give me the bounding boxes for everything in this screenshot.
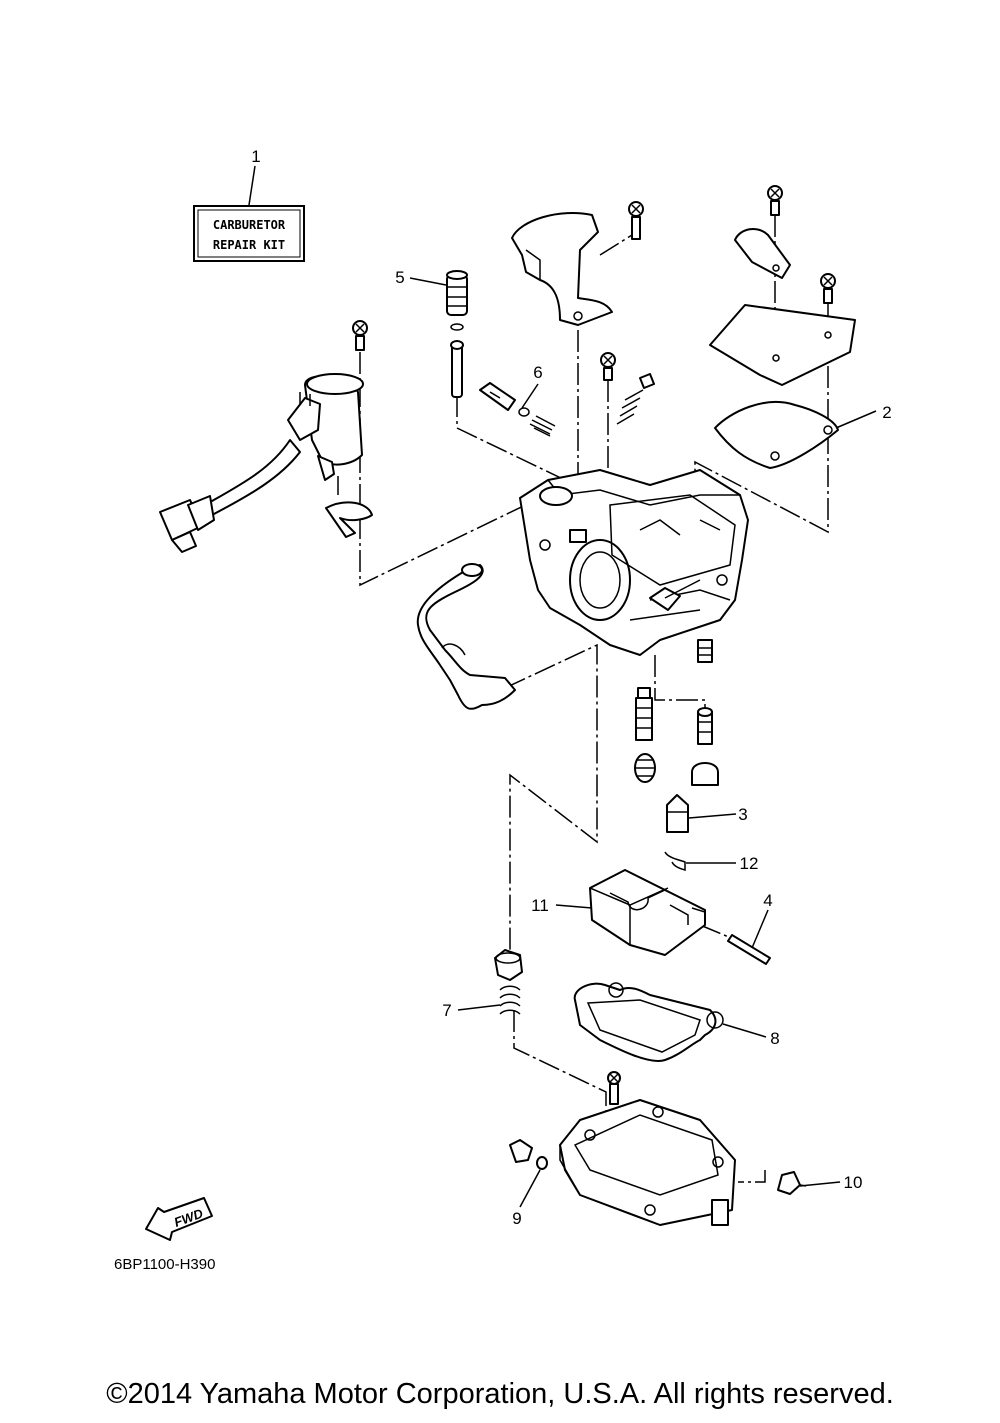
callout-11: 11 xyxy=(531,896,549,915)
callout-leaders xyxy=(248,165,877,1208)
main-jet-assembly xyxy=(634,687,656,783)
callout-3: 3 xyxy=(738,805,747,824)
throttle-stop-screw xyxy=(616,373,655,425)
fuel-hose xyxy=(416,563,516,710)
carburetor-body xyxy=(519,469,749,656)
diagram-code: 6BP1100-H390 xyxy=(114,1256,215,1273)
float-chamber xyxy=(559,1071,736,1226)
callout-7: 7 xyxy=(442,1001,451,1020)
drain-plug xyxy=(509,1139,548,1170)
assembly-lines xyxy=(359,215,829,1183)
callout-9: 9 xyxy=(512,1209,521,1228)
float-needle xyxy=(666,794,689,833)
needle-clip xyxy=(664,851,686,871)
callout-12: 12 xyxy=(740,854,759,873)
pilot-screw-set xyxy=(479,382,556,437)
cover-screw xyxy=(600,352,616,381)
throttle-bracket xyxy=(511,201,644,326)
callout-10: 10 xyxy=(844,1173,863,1192)
drain-screw-spring xyxy=(494,949,523,1015)
callout-8: 8 xyxy=(770,1029,779,1048)
callout-2: 2 xyxy=(882,403,891,422)
throttle-sensor-harness xyxy=(159,373,364,553)
sensor-clip xyxy=(325,501,373,538)
callout-4: 4 xyxy=(763,891,772,910)
carburetor-repair-kit-label: CARBURETOR REPAIR KIT xyxy=(193,205,305,262)
kit-label-line1: CARBURETOR xyxy=(213,218,286,232)
callout-5: 5 xyxy=(395,268,404,287)
fwd-arrow-icon: FWD xyxy=(145,1197,213,1241)
chamber-screw xyxy=(777,1171,807,1195)
starter-cover-assembly xyxy=(709,185,856,469)
copyright-notice: ©2014 Yamaha Motor Corporation, U.S.A. A… xyxy=(106,1378,894,1410)
callout-1: 1 xyxy=(251,147,260,166)
kit-label-line2: REPAIR KIT xyxy=(213,238,285,252)
float xyxy=(589,869,706,956)
callout-6: 6 xyxy=(533,363,542,382)
sensor-screw xyxy=(352,320,368,351)
needle-valve-seat xyxy=(446,270,468,398)
float-chamber-gasket xyxy=(573,982,724,1062)
callout-numbers: 1 2 3 4 5 6 7 8 9 10 11 12 xyxy=(251,147,891,1228)
float-pin xyxy=(727,934,771,965)
pilot-jet-assembly xyxy=(691,639,719,786)
